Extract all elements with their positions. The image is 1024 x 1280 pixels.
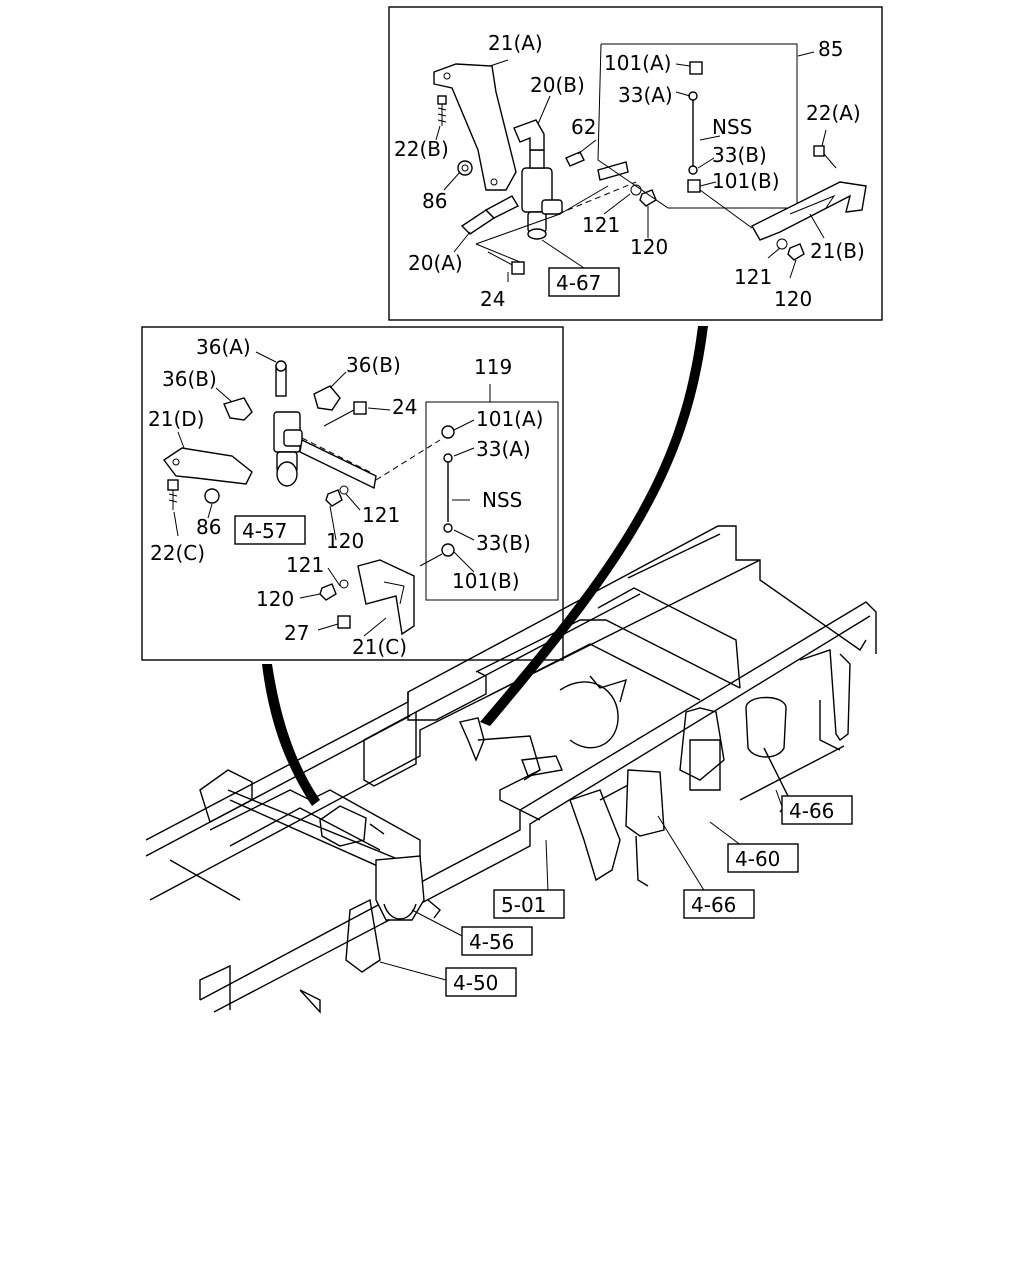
- callout-86: 86: [422, 189, 447, 213]
- callout-121b: 121: [286, 553, 324, 577]
- callout-21d: 21(D): [148, 407, 204, 431]
- leveling-valve-left: [273, 360, 303, 487]
- callout-119: 119: [474, 355, 512, 379]
- ref-box-4-60[interactable]: 4-60: [727, 843, 799, 873]
- callout-nss: NSS: [712, 115, 752, 139]
- bracket-21a: [433, 63, 517, 191]
- bolt-22b: [437, 95, 447, 126]
- svg-text:4-67: 4-67: [556, 271, 601, 295]
- callout-22c: 22(C): [150, 541, 205, 565]
- callout-33a: 33(A): [476, 437, 531, 461]
- screw-62: [565, 151, 585, 167]
- leveling-valve-top: [521, 149, 563, 240]
- bolt-22a: [813, 145, 837, 169]
- callout-20b: 20(B): [530, 73, 585, 97]
- ref-box-4-66-a[interactable]: 4-66: [781, 795, 853, 825]
- bracket-21c: [357, 559, 415, 636]
- callout-86: 86: [196, 515, 221, 539]
- callout-20a: 20(A): [408, 251, 463, 275]
- callout-21b: 21(B): [810, 239, 865, 263]
- svg-text:4-50: 4-50: [453, 971, 498, 995]
- ref-leaders: [379, 789, 785, 981]
- callout-21c: 21(C): [352, 635, 407, 659]
- callout-120b: 120: [256, 587, 294, 611]
- callout-120b: 120: [774, 287, 812, 311]
- nut-86: [457, 160, 473, 176]
- callout-36b-right: 36(B): [346, 353, 401, 377]
- svg-text:4-57: 4-57: [242, 519, 287, 543]
- connector-curves: [262, 326, 708, 806]
- callout-101a: 101(A): [476, 407, 543, 431]
- callout-101b: 101(B): [712, 169, 780, 193]
- bolt-24-top: [475, 185, 609, 275]
- callout-36a: 36(A): [196, 335, 251, 359]
- callout-22a: 22(A): [806, 101, 861, 125]
- callout-36b-left: 36(B): [162, 367, 217, 391]
- fitting-36b-right: [313, 385, 341, 411]
- callout-22b: 22(B): [394, 137, 449, 161]
- fitting-36b-left: [223, 397, 253, 421]
- callout-121: 121: [362, 503, 400, 527]
- bracket-21d: [162, 447, 253, 485]
- bracket-21b: [751, 181, 867, 241]
- bolt-22c: [167, 479, 179, 510]
- callout-101b: 101(B): [452, 569, 520, 593]
- callout-24: 24: [480, 287, 505, 311]
- svg-text:4-56: 4-56: [469, 930, 514, 954]
- rod-assembly-119: [419, 401, 559, 601]
- callout-85: 85: [818, 37, 843, 61]
- callout-24: 24: [392, 395, 417, 419]
- callout-27: 27: [284, 621, 309, 645]
- callout-62: 62: [571, 115, 596, 139]
- callout-120: 120: [326, 529, 364, 553]
- ref-box-5-01[interactable]: 5-01: [493, 889, 565, 919]
- svg-text:4-66: 4-66: [789, 799, 834, 823]
- callout-120: 120: [630, 235, 668, 259]
- callout-33a: 33(A): [618, 83, 673, 107]
- callout-nss: NSS: [482, 488, 522, 512]
- callout-101a: 101(A): [604, 51, 671, 75]
- fitting-20a: [460, 195, 519, 235]
- ref-box-4-56[interactable]: 4-56: [461, 926, 533, 956]
- ref-box-4-66-b[interactable]: 4-66: [683, 889, 755, 919]
- callout-121b: 121: [734, 265, 772, 289]
- rod-assembly-85: [597, 43, 798, 229]
- fitting-20b: [513, 119, 545, 151]
- callout-33b: 33(B): [712, 143, 767, 167]
- ref-box-4-50[interactable]: 4-50: [445, 967, 517, 997]
- svg-text:4-66: 4-66: [691, 893, 736, 917]
- bolt-24-left: [323, 401, 367, 427]
- ref-box-4-67[interactable]: 4-67: [548, 267, 620, 297]
- svg-text:4-60: 4-60: [735, 847, 780, 871]
- detail-panel-top: 21(A) 20(B) 62 22(B) 86 20(A) 24 121 120…: [388, 6, 883, 321]
- svg-text:5-01: 5-01: [501, 893, 546, 917]
- callout-21a: 21(A): [488, 31, 543, 55]
- ref-box-4-57[interactable]: 4-57: [234, 515, 306, 545]
- callout-33b: 33(B): [476, 531, 531, 555]
- callout-121: 121: [582, 213, 620, 237]
- detail-panel-left: 36(A) 36(B) 36(B) 24 119 21(D) 101(A) 33…: [141, 326, 564, 661]
- chassis-frame: [145, 525, 877, 1014]
- bolt-27: [317, 615, 351, 631]
